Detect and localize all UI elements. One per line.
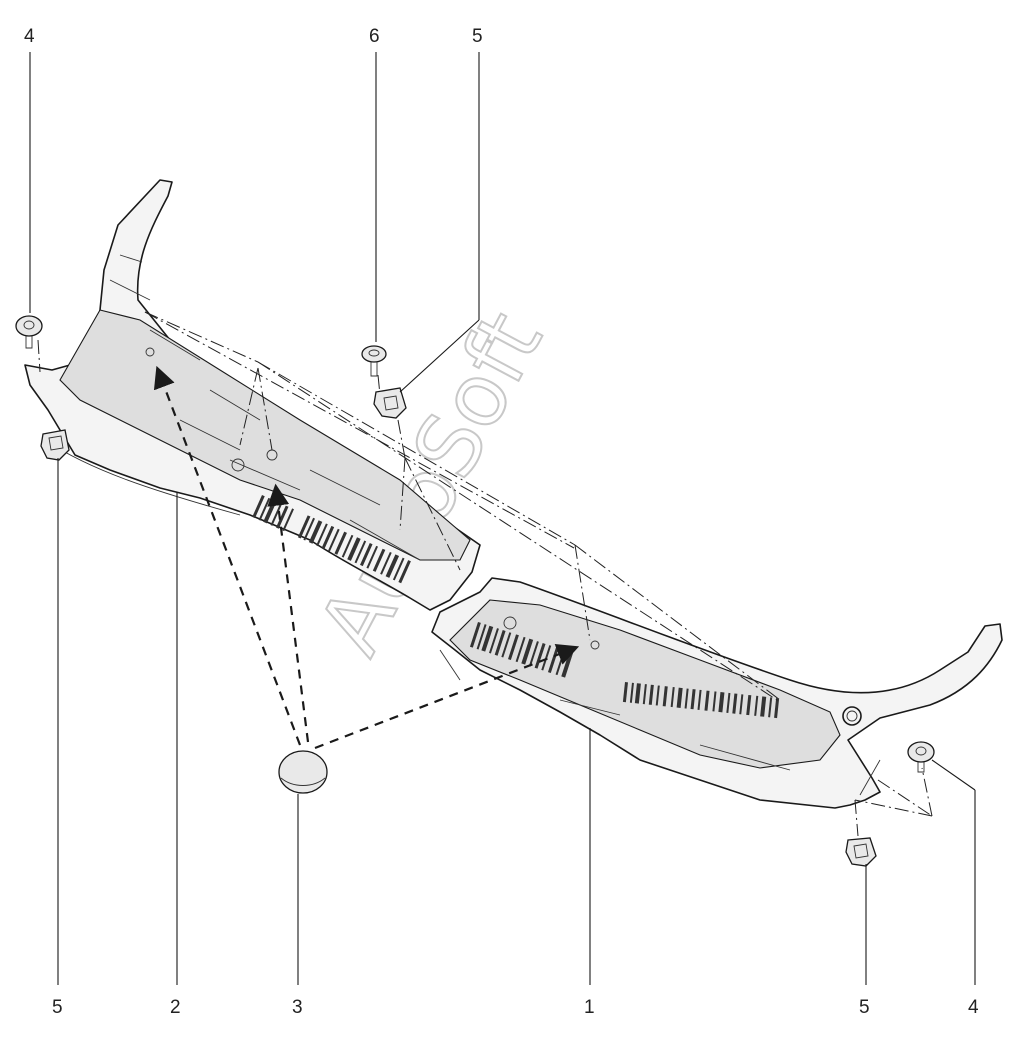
assembly-centerlines: [37, 311, 933, 837]
left-panel-vents: [252, 495, 411, 584]
callout-label: 2: [170, 997, 181, 1018]
callout-label: 5: [52, 997, 63, 1018]
callout-label: 5: [859, 997, 870, 1018]
callout-label: 5: [472, 26, 483, 47]
clip-nut-icon: [845, 837, 877, 867]
screw-icon: [361, 345, 387, 377]
screw-icon: [15, 315, 43, 349]
callout-label: 6: [369, 26, 380, 47]
right-cowl-panel: [431, 577, 1003, 809]
leader-lines: [29, 52, 976, 985]
plug-cap-icon: [278, 750, 328, 794]
callout-label: 3: [292, 997, 303, 1018]
plug-location-arrows: [153, 365, 580, 750]
clip-nut-icon: [40, 429, 70, 461]
callout-label: 4: [968, 997, 979, 1018]
clip-nut-icon: [373, 387, 407, 419]
right-panel-vents: [469, 622, 574, 678]
screw-icon: [907, 741, 935, 773]
callout-label: 1: [584, 997, 595, 1018]
callout-label: 4: [24, 26, 35, 47]
right-panel-vents-rear: [622, 682, 780, 719]
left-cowl-panel: [24, 179, 481, 611]
